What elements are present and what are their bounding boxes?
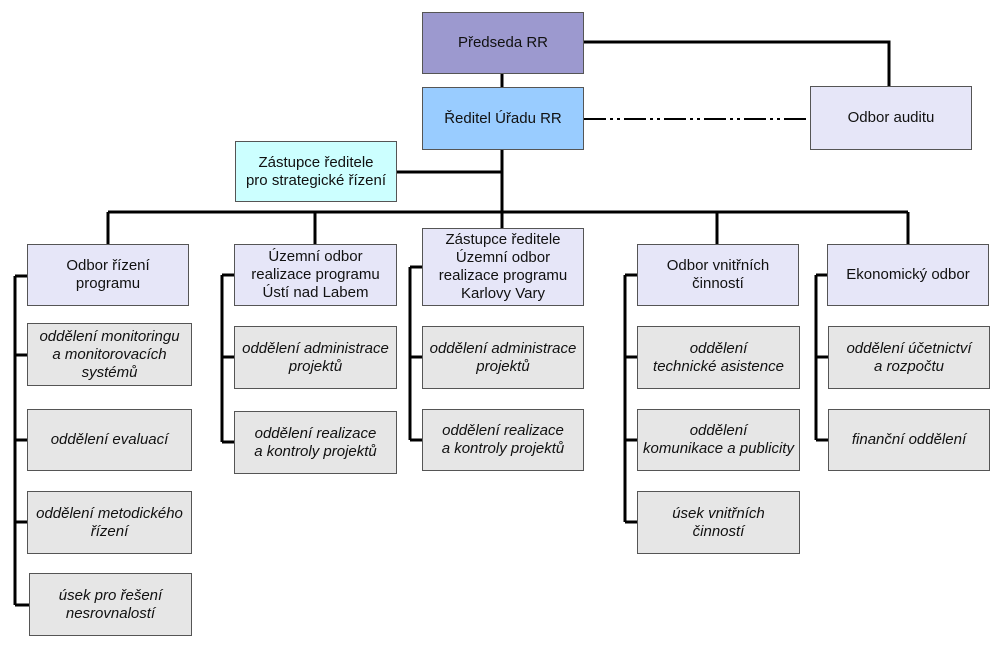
subunit-box: úsek vnitřních činností (637, 491, 800, 554)
subunit-box: finanční oddělení (828, 409, 990, 471)
subunit-box: oddělení účetnictví a rozpočtu (828, 326, 990, 389)
subunit-box: oddělení komunikace a publicity (637, 409, 800, 471)
subunit-box: oddělení realizace a kontroly projektů (422, 409, 584, 471)
subunit-box: oddělení metodického řízení (27, 491, 192, 554)
department-box: Ekonomický odbor (827, 244, 989, 306)
department-box: Odbor vnitřních činností (637, 244, 799, 306)
subunit-box: oddělení administrace projektů (234, 326, 397, 389)
director-box: Ředitel Úřadu RR (422, 87, 584, 150)
deputy-strategy-box: Zástupce ředitele pro strategické řízení (235, 141, 397, 202)
subunit-box: oddělení evaluací (27, 409, 192, 471)
department-box: Územní odbor realizace programu Ústí nad… (234, 244, 397, 306)
subunit-box: oddělení technické asistence (637, 326, 800, 389)
chairman-box: Předseda RR (422, 12, 584, 74)
subunit-box: oddělení administrace projektů (422, 326, 584, 389)
audit-box: Odbor auditu (810, 86, 972, 150)
department-box: Odbor řízení programu (27, 244, 189, 306)
department-box: Zástupce ředitele Územní odbor realizace… (422, 228, 584, 306)
subunit-box: oddělení monitoringu a monitorovacích sy… (27, 323, 192, 386)
subunit-box: úsek pro řešení nesrovnalostí (29, 573, 192, 636)
subunit-box: oddělení realizace a kontroly projektů (234, 411, 397, 474)
